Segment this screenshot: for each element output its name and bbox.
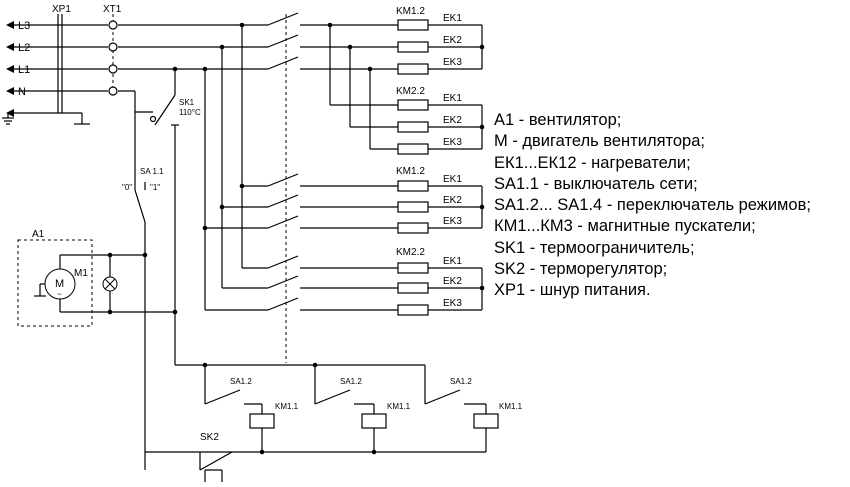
xt1-terminal-n-icon bbox=[108, 86, 118, 96]
sa11-pos-off: "0" bbox=[122, 183, 132, 192]
fan-block-label: A1 bbox=[32, 229, 45, 240]
supply-lines bbox=[2, 14, 268, 125]
line-l1-label: L1 bbox=[18, 64, 30, 76]
legend-item-a1: A1 - вентилятор; bbox=[494, 111, 622, 129]
group1-ek1: EK1 bbox=[443, 13, 462, 24]
coil-1 bbox=[249, 413, 275, 429]
contactor-group-4 bbox=[205, 255, 485, 316]
group4-ek1: EK1 bbox=[443, 256, 462, 267]
mode-switch-2-label: SA1.2 bbox=[340, 377, 362, 386]
legend-item-xp1: XP1 - шнур питания. bbox=[494, 281, 651, 300]
coil-3-label: KM1.1 bbox=[499, 402, 523, 411]
heater-ek1 bbox=[397, 19, 429, 31]
group3-ek3: EK3 bbox=[443, 216, 462, 227]
line-l3-label: L3 bbox=[18, 20, 30, 32]
sk1-label: SK1 bbox=[179, 98, 195, 107]
sa11-label: SA 1.1 bbox=[140, 167, 164, 176]
heater-ek3 bbox=[397, 63, 429, 75]
group4-title: KM2.2 bbox=[396, 247, 425, 258]
legend-item-sa11: SA1.1 - выключатель сети; bbox=[494, 174, 698, 193]
xp1-label: XP1 bbox=[52, 4, 71, 15]
coil-1-label: KM1.1 bbox=[275, 402, 299, 411]
xt1-terminal-l1-icon bbox=[108, 64, 118, 74]
contactor-group-3 bbox=[205, 173, 485, 234]
legend: A1 - вентилятор; M - двигатель вентилято… bbox=[494, 110, 811, 302]
group2-ek2: EK2 bbox=[443, 115, 462, 126]
motor-ac-symbol: ~ bbox=[57, 290, 62, 299]
sa11-pos-on: "1" bbox=[150, 183, 160, 192]
group1-ek2: EK2 bbox=[443, 35, 462, 46]
line-l2-label: L2 bbox=[18, 42, 30, 54]
mode-switch-1-label: SA1.2 bbox=[230, 377, 252, 386]
coil-3 bbox=[473, 413, 499, 429]
legend-item-sa12: SA1.2... SA1.4 - переключатель режимов; bbox=[494, 196, 811, 215]
motor-symbol: M bbox=[55, 278, 64, 290]
mode-switch-3-label: SA1.2 bbox=[450, 377, 472, 386]
group4-ek3: EK3 bbox=[443, 298, 462, 309]
group1-title: KM1.2 bbox=[396, 6, 425, 17]
xt1-terminal-l2-icon bbox=[108, 42, 118, 52]
group4-ek2: EK2 bbox=[443, 276, 462, 287]
n-arrow-icon bbox=[6, 87, 14, 95]
group3-ek2: EK2 bbox=[443, 195, 462, 206]
l3-arrow-icon bbox=[6, 21, 14, 29]
heater-ek2 bbox=[397, 41, 429, 53]
xt1-terminal-l3-icon bbox=[108, 20, 118, 30]
legend-item-sk1: SK1 - термоограничитель; bbox=[494, 238, 695, 257]
contactor-group-2 bbox=[327, 22, 485, 155]
group3-ek1: EK1 bbox=[443, 174, 462, 185]
pe-arrow-icon bbox=[6, 109, 14, 117]
motor-ref-label: M1 bbox=[74, 268, 88, 279]
line-n-label: N bbox=[18, 86, 26, 98]
control-left bbox=[17, 69, 179, 470]
l1-arrow-icon bbox=[6, 65, 14, 73]
legend-item-motor: M - двигатель вентилятора; bbox=[494, 132, 705, 151]
fan-block bbox=[17, 239, 93, 327]
group2-ek1: EK1 bbox=[443, 93, 462, 104]
xt1-label: XT1 bbox=[103, 4, 122, 15]
diagram-labels: L3 L2 L1 N XP1 XT1 KM1.2 EK1 EK2 EK3 KM2… bbox=[18, 4, 523, 443]
group3-title: KM1.2 bbox=[396, 166, 425, 177]
coil-2-label: KM1.1 bbox=[387, 402, 411, 411]
sk2-label: SK2 bbox=[200, 432, 219, 443]
coil-2 bbox=[361, 413, 387, 429]
sk1-temp: 110°C bbox=[179, 108, 201, 117]
contactor-group-1 bbox=[267, 12, 485, 75]
legend-item-sk2: SK2 - терморегулятор; bbox=[494, 260, 668, 279]
legend-item-km: КМ1...КМ3 - магнитные пускатели; bbox=[494, 217, 756, 236]
l2-arrow-icon bbox=[6, 43, 14, 51]
group2-title: KM2.2 bbox=[396, 86, 425, 97]
bus-columns bbox=[202, 22, 245, 310]
group2-ek3: EK3 bbox=[443, 137, 462, 148]
legend-item-heaters: ЕК1...ЕК12 - нагреватели; bbox=[494, 153, 691, 172]
group1-ek3: EK3 bbox=[443, 57, 462, 68]
control-bottom bbox=[145, 362, 499, 482]
